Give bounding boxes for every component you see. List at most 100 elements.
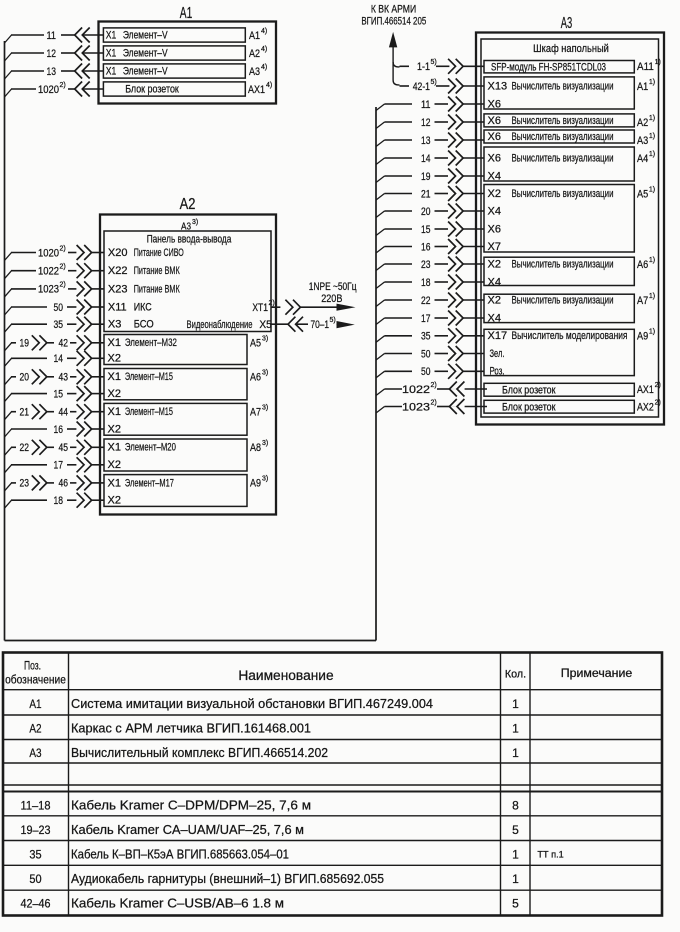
svg-text:23: 23	[20, 478, 30, 490]
svg-text:X23: X23	[108, 283, 128, 295]
svg-text:5): 5)	[330, 317, 336, 324]
svg-text:50: 50	[421, 366, 431, 378]
svg-text:Поз.: Поз.	[24, 660, 41, 672]
svg-text:A7: A7	[250, 407, 261, 419]
svg-text:5): 5)	[431, 79, 437, 86]
svg-text:45: 45	[59, 442, 69, 454]
svg-text:22: 22	[421, 295, 431, 307]
svg-text:11–18: 11–18	[21, 798, 51, 812]
svg-text:Система имитации визуальной об: Система имитации визуальной обстановки В…	[71, 697, 433, 711]
svg-text:13: 13	[47, 66, 57, 78]
svg-text:8: 8	[512, 798, 519, 812]
svg-text:43: 43	[59, 372, 69, 384]
svg-text:18: 18	[54, 495, 64, 507]
svg-text:X1: X1	[108, 442, 121, 454]
svg-text:1): 1)	[649, 151, 655, 158]
svg-text:Блок розеток: Блок розеток	[502, 401, 556, 413]
svg-text:X4: X4	[488, 205, 501, 217]
svg-text:A1: A1	[29, 697, 41, 711]
svg-text:X6: X6	[488, 131, 501, 143]
svg-text:1): 1)	[649, 115, 655, 122]
svg-text:A3: A3	[561, 15, 573, 32]
svg-text:Элемент–V: Элемент–V	[123, 47, 168, 59]
svg-text:A2: A2	[249, 48, 260, 60]
svg-text:2): 2)	[431, 399, 437, 406]
svg-text:Кабель Kramer CA–UAM/UAF–25, 7: Кабель Kramer CA–UAM/UAF–25, 7,6 м	[71, 823, 304, 837]
svg-text:35: 35	[54, 319, 64, 331]
svg-text:Панель ввода-вывода: Панель ввода-вывода	[147, 234, 232, 246]
svg-text:1): 1)	[655, 59, 661, 66]
svg-text:Кабель К–ВП–К5эА ВГИП.685663.0: Кабель К–ВП–К5эА ВГИП.685663.054–01	[71, 847, 289, 861]
svg-text:42: 42	[59, 338, 69, 350]
svg-text:3): 3)	[262, 440, 268, 447]
svg-text:1): 1)	[649, 133, 655, 140]
svg-text:2): 2)	[269, 300, 275, 307]
svg-text:AX2: AX2	[637, 401, 654, 413]
svg-text:Элемент–М15: Элемент–М15	[125, 371, 173, 383]
svg-text:Кабель Kramer C–DPM/DPM–25, 7,: Кабель Kramer C–DPM/DPM–25, 7,6 м	[71, 798, 311, 812]
svg-text:ИКС: ИКС	[134, 301, 152, 313]
svg-text:4): 4)	[261, 64, 267, 71]
svg-text:50: 50	[54, 302, 64, 314]
svg-text:5: 5	[512, 896, 519, 910]
svg-text:50: 50	[421, 348, 431, 360]
svg-text:Элемент–М32: Элемент–М32	[125, 337, 177, 349]
svg-text:2): 2)	[431, 382, 437, 389]
svg-text:19: 19	[20, 338, 30, 350]
svg-text:AX1: AX1	[248, 84, 265, 96]
svg-text:Наименование: Наименование	[238, 668, 333, 683]
svg-text:Элемент–М15: Элемент–М15	[125, 406, 173, 418]
svg-text:A1: A1	[637, 81, 648, 93]
svg-text:X4: X4	[488, 170, 501, 182]
svg-text:X1: X1	[108, 371, 121, 383]
svg-text:Вычислитель моделирования: Вычислитель моделирования	[512, 330, 628, 342]
svg-text:42–46: 42–46	[21, 896, 51, 910]
svg-text:11: 11	[47, 30, 57, 42]
svg-text:Видеонаблюдение: Видеонаблюдение	[187, 319, 253, 331]
svg-text:2): 2)	[655, 399, 661, 406]
svg-text:15: 15	[54, 388, 64, 400]
svg-text:21: 21	[421, 188, 431, 200]
svg-text:1023: 1023	[38, 284, 59, 296]
svg-text:Вычислитель визуализации: Вычислитель визуализации	[512, 80, 614, 92]
svg-text:A11: A11	[637, 61, 654, 73]
svg-text:2): 2)	[60, 264, 66, 271]
svg-text:70–1: 70–1	[311, 319, 330, 331]
svg-text:Примечание: Примечание	[561, 668, 633, 680]
svg-text:X4: X4	[488, 312, 501, 324]
svg-text:A2: A2	[637, 117, 648, 129]
svg-text:X1: X1	[108, 337, 121, 349]
svg-text:Аудиокабель гарнитуры (внешний: Аудиокабель гарнитуры (внешний–1) ВГИП.6…	[71, 872, 384, 886]
svg-text:1-1: 1-1	[417, 61, 430, 73]
svg-text:X5: X5	[259, 319, 271, 331]
svg-text:35: 35	[421, 331, 431, 343]
svg-text:2): 2)	[655, 382, 661, 389]
svg-text:22: 22	[20, 442, 30, 454]
svg-text:Роз.: Роз.	[490, 366, 505, 378]
svg-text:13: 13	[421, 135, 431, 147]
svg-text:X2: X2	[488, 188, 501, 200]
svg-text:ТТ п.1: ТТ п.1	[537, 850, 563, 861]
svg-text:A8: A8	[250, 442, 261, 454]
svg-text:Блок розеток: Блок розеток	[502, 384, 556, 396]
svg-text:1: 1	[512, 847, 519, 861]
svg-text:Кабель Kramer C–USB/AB–6 1.8 м: Кабель Kramer C–USB/AB–6 1.8 м	[71, 896, 284, 910]
svg-text:A6: A6	[250, 372, 261, 384]
svg-text:15: 15	[421, 224, 431, 236]
svg-text:Кол.: Кол.	[505, 669, 526, 681]
svg-text:18: 18	[421, 277, 431, 289]
svg-text:5: 5	[512, 823, 519, 837]
svg-text:обозначение: обозначение	[5, 675, 66, 687]
svg-text:X6: X6	[488, 223, 501, 235]
svg-text:11: 11	[421, 99, 431, 111]
svg-text:35: 35	[29, 847, 42, 861]
svg-text:X3: X3	[108, 319, 121, 331]
svg-text:Зел.: Зел.	[490, 348, 505, 360]
svg-text:X17: X17	[488, 330, 508, 342]
svg-text:1: 1	[512, 721, 519, 735]
svg-text:5): 5)	[431, 59, 437, 66]
svg-text:42-1: 42-1	[413, 81, 430, 93]
svg-text:12: 12	[421, 117, 431, 129]
svg-text:X6: X6	[488, 98, 501, 110]
svg-text:20: 20	[20, 372, 30, 384]
